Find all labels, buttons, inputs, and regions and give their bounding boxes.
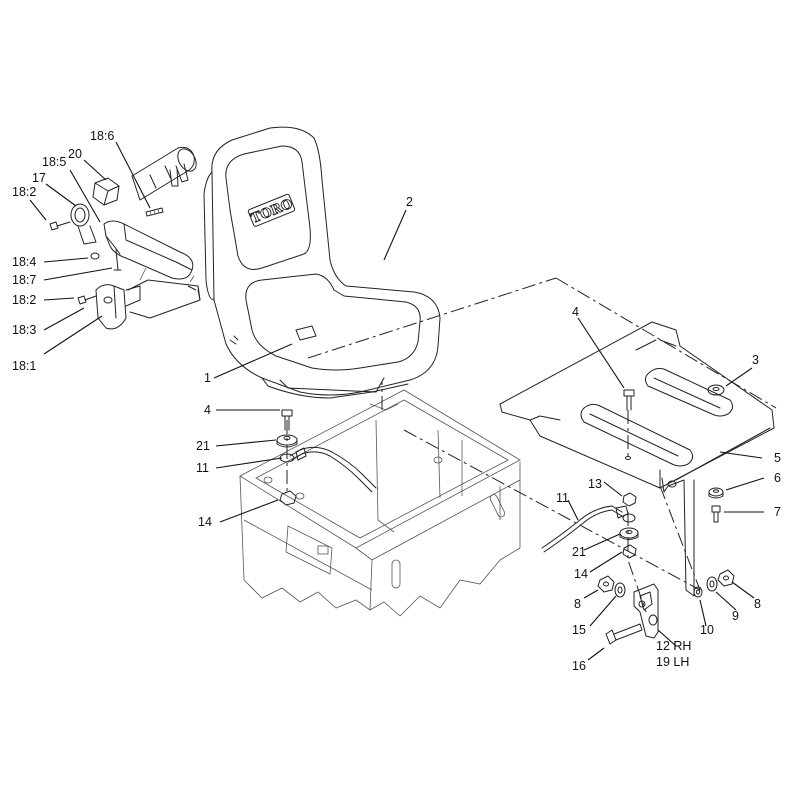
callout-18-2-lower: 18:2 xyxy=(12,293,36,307)
armrest-assembly xyxy=(49,146,201,330)
callout-19-lh: 19 LH xyxy=(656,655,689,669)
callout-3: 3 xyxy=(752,353,759,367)
callout-14-right: 14 xyxy=(574,567,588,581)
callout-17: 17 xyxy=(32,171,46,185)
callout-18-2-top: 18:2 xyxy=(12,185,36,199)
callout-14-left: 14 xyxy=(198,515,212,529)
callout-12-rh: 12 RH xyxy=(656,639,691,653)
callout-8-right: 8 xyxy=(754,597,761,611)
callout-2: 2 xyxy=(406,195,413,209)
callout-8-left: 8 xyxy=(574,597,581,611)
svg-text:TORO: TORO xyxy=(249,197,295,227)
callout-11-right: 11 xyxy=(556,491,569,505)
right-hardware xyxy=(541,384,735,645)
toro-logo: TORO xyxy=(247,193,295,227)
callout-21-left: 21 xyxy=(196,439,210,453)
left-hardware xyxy=(276,409,377,506)
callout-18-7: 18:7 xyxy=(12,273,36,287)
alignment-lines xyxy=(187,277,777,613)
callout-11-left: 11 xyxy=(196,461,209,475)
callout-labels: 18:6 20 18:5 17 18:2 18:4 18:7 18:2 18:3… xyxy=(12,129,781,673)
callout-9: 9 xyxy=(732,609,739,623)
callout-13: 13 xyxy=(588,477,602,491)
callout-4-right: 4 xyxy=(572,305,579,319)
callout-1: 1 xyxy=(204,371,211,385)
callout-4-left: 4 xyxy=(204,403,211,417)
callout-10: 10 xyxy=(700,623,714,637)
callout-5: 5 xyxy=(774,451,781,465)
callout-18-3: 18:3 xyxy=(12,323,36,337)
callout-18-6: 18:6 xyxy=(90,129,114,143)
seat: TORO xyxy=(197,126,441,399)
callout-18-4: 18:4 xyxy=(12,255,36,269)
callout-7: 7 xyxy=(774,505,781,519)
callout-15: 15 xyxy=(572,623,586,637)
leader-lines xyxy=(29,141,765,661)
seat-mount-plate xyxy=(499,321,775,597)
callout-21-right: 21 xyxy=(572,545,586,559)
callout-16: 16 xyxy=(572,659,586,673)
callout-20: 20 xyxy=(68,147,82,161)
callout-6: 6 xyxy=(774,471,781,485)
callout-18-5: 18:5 xyxy=(42,155,66,169)
callout-18-1: 18:1 xyxy=(12,359,36,373)
seat-frame xyxy=(239,389,521,617)
